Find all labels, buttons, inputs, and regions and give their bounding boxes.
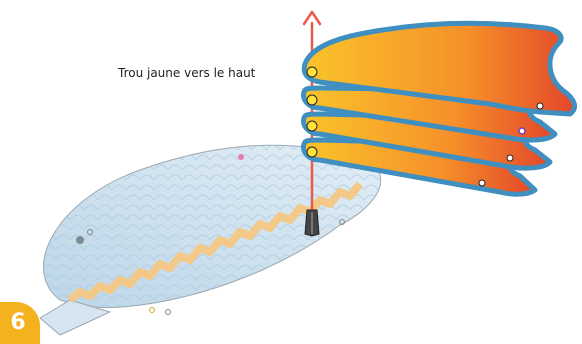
fish-body	[40, 143, 381, 336]
instruction-label: Trou jaune vers le haut	[118, 66, 255, 80]
